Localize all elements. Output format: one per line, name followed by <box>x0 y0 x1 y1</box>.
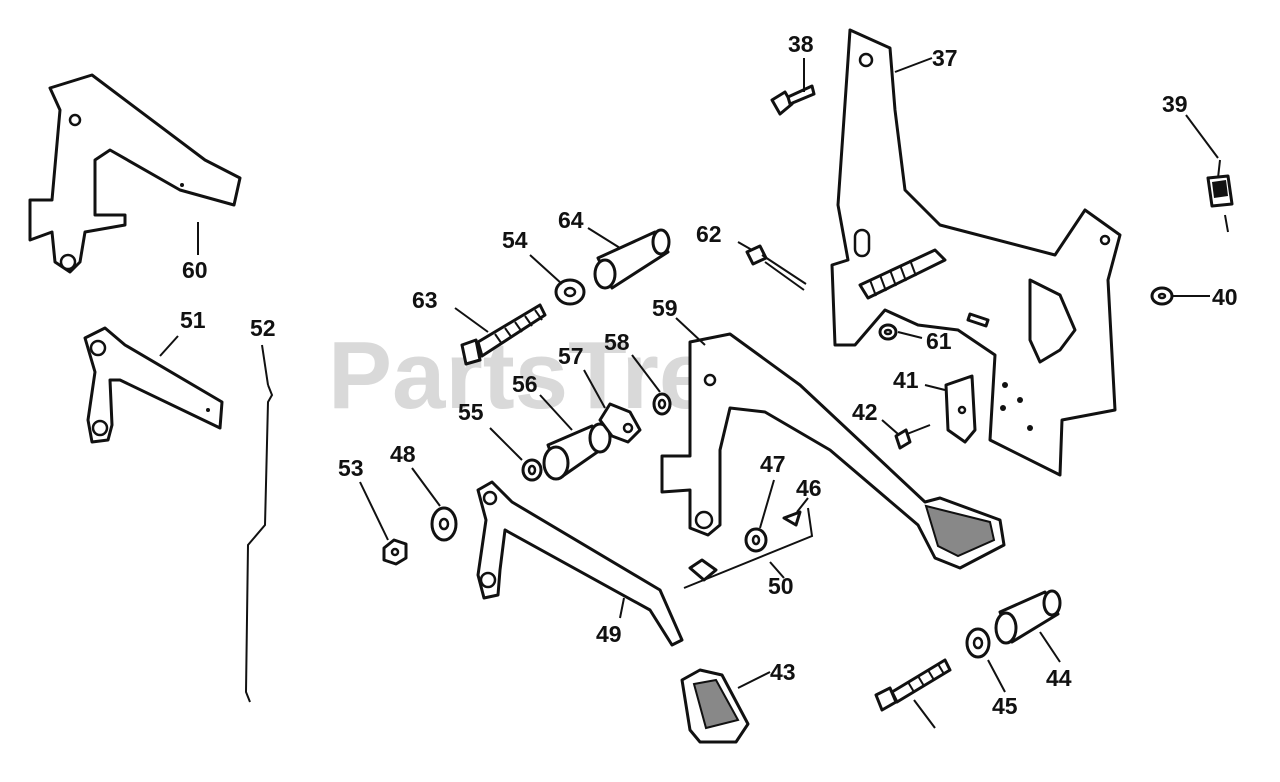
callout-47: 46 <box>796 475 822 501</box>
part-54-washer-lower[interactable] <box>430 506 458 542</box>
part-52-rod[interactable] <box>244 384 274 703</box>
callout-39: 39 <box>1162 91 1188 117</box>
callout-42: 42 <box>852 399 878 425</box>
part-58-washer[interactable] <box>652 392 672 416</box>
callout-41: 41 <box>893 367 919 393</box>
callout-54-lower: 48 <box>390 441 416 467</box>
part-39-clamp[interactable] <box>1206 159 1234 233</box>
part-44-washer[interactable] <box>965 627 991 659</box>
part-56-bushing[interactable] <box>542 422 612 481</box>
part-61-nut[interactable] <box>878 323 898 341</box>
part-64-sleeve[interactable] <box>593 228 671 290</box>
callout-62: 62 <box>696 221 722 247</box>
part-37-frame-plate[interactable] <box>830 28 1122 477</box>
part-47-screw[interactable] <box>782 510 802 527</box>
callout-59: 59 <box>652 295 678 321</box>
part-40-nut[interactable] <box>1150 286 1174 306</box>
part-42-screw[interactable] <box>894 424 931 450</box>
callout-60: 60 <box>182 257 208 283</box>
callout-43: 44 <box>1046 665 1072 691</box>
callout-40: 40 <box>1212 284 1238 310</box>
callout-49: 43 <box>770 659 796 685</box>
callout-58: 58 <box>604 329 630 355</box>
part-63-bolt[interactable] <box>460 303 547 366</box>
callout-50: 49 <box>596 621 622 647</box>
leader-lines <box>159 57 1219 729</box>
callout-37: 37 <box>932 45 958 71</box>
part-49-pedal-pad[interactable] <box>680 668 750 744</box>
part-62-bolt[interactable] <box>745 244 807 291</box>
part-43-sleeve[interactable] <box>994 589 1062 645</box>
callout-53: 53 <box>338 455 364 481</box>
part-55-washer[interactable] <box>521 458 543 482</box>
callout-38: 38 <box>788 31 814 57</box>
part-45-bolt[interactable] <box>874 658 952 712</box>
callout-46: 50 <box>768 573 794 599</box>
part-59-pedal-arm[interactable] <box>660 332 1006 570</box>
callout-61: 61 <box>926 328 952 354</box>
part-48-washer[interactable] <box>744 527 768 553</box>
frame-pin <box>966 312 990 328</box>
callout-54-upper: 54 <box>502 227 528 253</box>
callout-57: 57 <box>558 343 584 369</box>
part-46-kit[interactable] <box>683 507 814 589</box>
part-41-clip[interactable] <box>944 374 977 444</box>
callout-64: 64 <box>558 207 584 233</box>
callout-51: 51 <box>180 307 206 333</box>
callout-55: 55 <box>458 399 484 425</box>
callout-48: 47 <box>760 451 786 477</box>
part-60-bracket[interactable] <box>28 73 242 274</box>
frame-spring-bolt[interactable] <box>858 248 947 300</box>
part-50-lever[interactable] <box>476 480 684 647</box>
callout-labels: 38 37 39 40 60 64 54 62 63 59 58 57 61 4… <box>180 31 1238 719</box>
part-54-washer-upper[interactable] <box>554 278 586 306</box>
callout-44: 45 <box>992 693 1018 719</box>
callout-52: 52 <box>250 315 276 341</box>
callout-56: 56 <box>512 371 538 397</box>
part-53-nut[interactable] <box>382 538 408 566</box>
part-38-bolt[interactable] <box>770 84 816 116</box>
part-57-plate[interactable] <box>598 402 642 444</box>
part-51-arm[interactable] <box>83 326 224 444</box>
callout-63: 63 <box>412 287 438 313</box>
